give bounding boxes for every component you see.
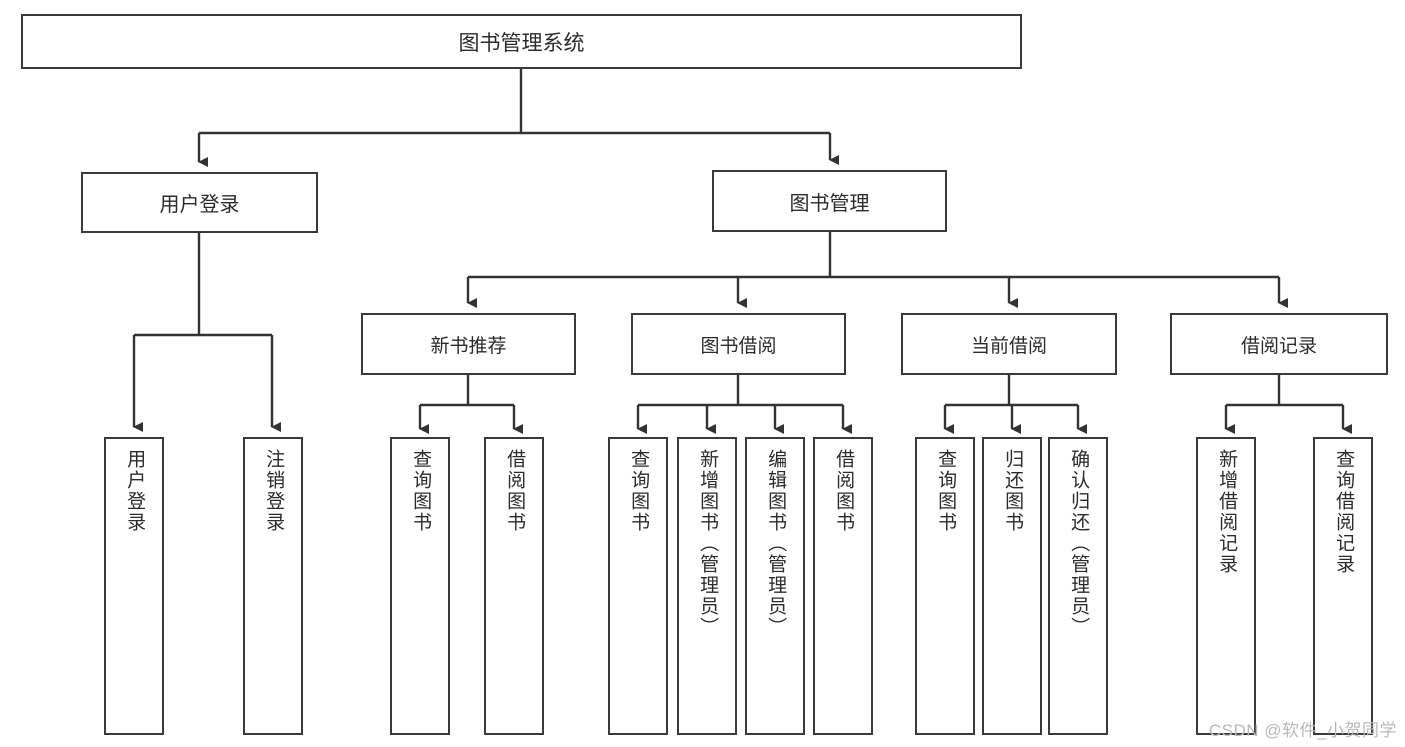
- leaf-query-book-borrow[interactable]: 查询图书: [608, 437, 668, 735]
- leaf-add-book-admin[interactable]: 新增图书（管理员）: [677, 437, 737, 735]
- leaf-label: 用户登录: [124, 449, 146, 533]
- node-book-management[interactable]: 图书管理: [712, 170, 947, 232]
- leaf-query-book-recommend[interactable]: 查询图书: [390, 437, 450, 735]
- leaf-edit-book-admin[interactable]: 编辑图书（管理员）: [745, 437, 805, 735]
- node-root[interactable]: 图书管理系统: [21, 14, 1022, 69]
- leaf-query-book-current[interactable]: 查询图书: [915, 437, 975, 735]
- leaf-label: 新增借阅记录: [1216, 449, 1238, 575]
- leaf-label: 查询借阅记录: [1333, 449, 1355, 575]
- leaf-label: 确认归还（管理员）: [1068, 449, 1090, 638]
- leaf-return-book[interactable]: 归还图书: [982, 437, 1042, 735]
- node-root-label: 图书管理系统: [458, 31, 585, 55]
- leaf-borrow-book[interactable]: 借阅图书: [813, 437, 873, 735]
- leaf-label: 查询图书: [410, 449, 432, 533]
- leaf-label: 新增图书（管理员）: [697, 449, 719, 638]
- node-borrow-record[interactable]: 借阅记录: [1170, 313, 1388, 375]
- node-label: 借阅记录: [1240, 335, 1317, 357]
- node-label: 用户登录: [159, 194, 240, 216]
- node-label: 当前借阅: [970, 335, 1047, 357]
- leaf-label: 编辑图书（管理员）: [765, 449, 787, 638]
- node-new-book-recommend[interactable]: 新书推荐: [361, 313, 576, 375]
- leaf-borrow-book-recommend[interactable]: 借阅图书: [484, 437, 544, 735]
- leaf-query-borrow-record[interactable]: 查询借阅记录: [1313, 437, 1373, 735]
- leaf-logout[interactable]: 注销登录: [243, 437, 303, 735]
- watermark-text: CSDN @软件_小贺同学: [1208, 721, 1397, 740]
- leaf-label: 借阅图书: [504, 449, 526, 533]
- node-current-borrow[interactable]: 当前借阅: [901, 313, 1117, 375]
- node-user-login[interactable]: 用户登录: [81, 172, 318, 233]
- node-label: 图书管理: [789, 192, 870, 215]
- node-book-borrow[interactable]: 图书借阅: [631, 313, 846, 375]
- leaf-add-borrow-record[interactable]: 新增借阅记录: [1196, 437, 1256, 735]
- leaf-label: 归还图书: [1002, 449, 1024, 533]
- leaf-label: 注销登录: [263, 449, 285, 533]
- node-label: 新书推荐: [430, 335, 507, 357]
- leaf-user-login[interactable]: 用户登录: [104, 437, 164, 735]
- leaf-confirm-return-admin[interactable]: 确认归还（管理员）: [1048, 437, 1108, 735]
- leaf-label: 查询图书: [935, 449, 957, 533]
- leaf-label: 查询图书: [628, 449, 650, 533]
- leaf-label: 借阅图书: [833, 449, 855, 533]
- node-label: 图书借阅: [700, 335, 777, 357]
